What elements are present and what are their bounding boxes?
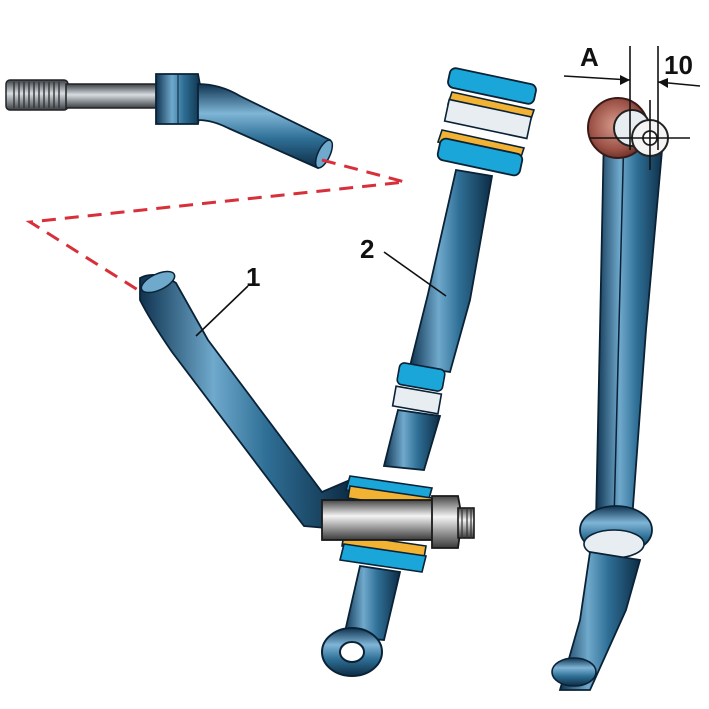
bolt — [321, 495, 475, 549]
angled-tube — [197, 83, 332, 170]
part-label-2: 2 — [360, 234, 374, 264]
middle-spacer — [391, 362, 446, 415]
rod-1-lower-section — [139, 270, 351, 531]
top-bushing — [436, 67, 537, 177]
part-label-1: 1 — [246, 262, 260, 292]
rod-1-upper-section — [5, 73, 334, 170]
leader-line-1 — [195, 285, 249, 337]
hex-collar — [155, 73, 203, 125]
leader-line-2 — [383, 251, 447, 297]
dimension-label-10: 10 — [664, 50, 693, 80]
assembled-side-view — [551, 46, 701, 691]
continuation-dashed-line — [25, 158, 406, 292]
link-2 — [321, 67, 537, 677]
dimension-label-a: A — [580, 42, 599, 72]
